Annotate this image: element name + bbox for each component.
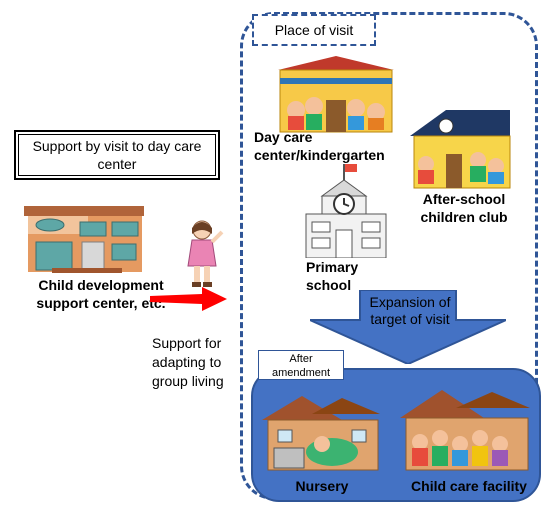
daycare-building-icon xyxy=(278,56,394,133)
expansion-label: Expansion of target of visit xyxy=(369,294,451,327)
after-school-club-icon xyxy=(410,110,511,189)
expansion-arrow-icon xyxy=(310,290,506,364)
primary-school-label: Primary school xyxy=(306,259,359,293)
primary-school-icon xyxy=(305,164,387,258)
child-care-facility-icon xyxy=(400,390,530,471)
red-arrow-icon xyxy=(150,287,227,311)
visit-support-box: Support by visit to day care center xyxy=(14,130,220,180)
after-school-label: After-school children club xyxy=(420,191,508,225)
caregiver-person-icon xyxy=(187,220,224,287)
support-center-label: Child development support center, etc. xyxy=(36,277,166,311)
support-center-building-icon xyxy=(24,206,144,273)
place-of-visit-title: Place of visit xyxy=(252,14,376,46)
daycare-label: Day care center/kindergarten xyxy=(254,129,385,163)
nursery-label: Nursery xyxy=(295,478,349,494)
visit-support-text: Support by visit to day care center xyxy=(32,138,202,172)
support-label: Support for adapting to group living xyxy=(152,335,224,389)
child-care-label: Child care facility xyxy=(411,478,527,494)
nursery-building-icon xyxy=(262,396,380,471)
after-amendment-tag: After amendment xyxy=(258,350,344,380)
